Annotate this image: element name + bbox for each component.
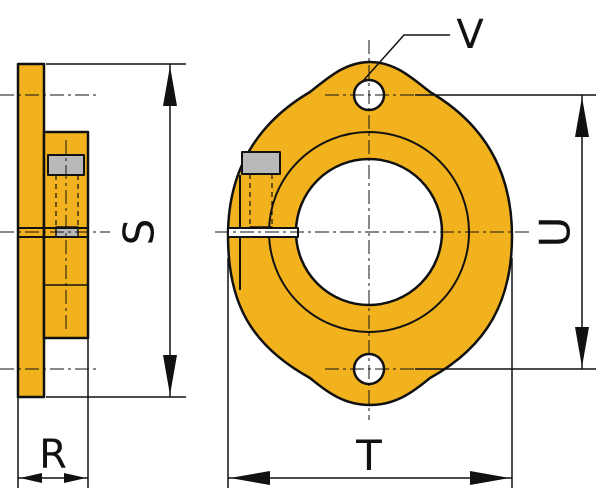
front-view-centerlines (215, 40, 530, 420)
dimension-arrows (20, 66, 589, 485)
dimension-label-t: T (355, 431, 382, 480)
side-view (16, 62, 90, 399)
front-bolt-head (241, 151, 281, 175)
dimension-label-s: S (115, 219, 164, 246)
front-split-slot (227, 227, 299, 238)
side-view-centerlines (0, 94, 110, 370)
side-flange-plate (16, 62, 46, 399)
front-view (226, 60, 514, 407)
dimension-label-u: U (531, 217, 580, 248)
dimension-label-r: R (39, 432, 67, 478)
dimension-label-v: V (456, 12, 484, 58)
